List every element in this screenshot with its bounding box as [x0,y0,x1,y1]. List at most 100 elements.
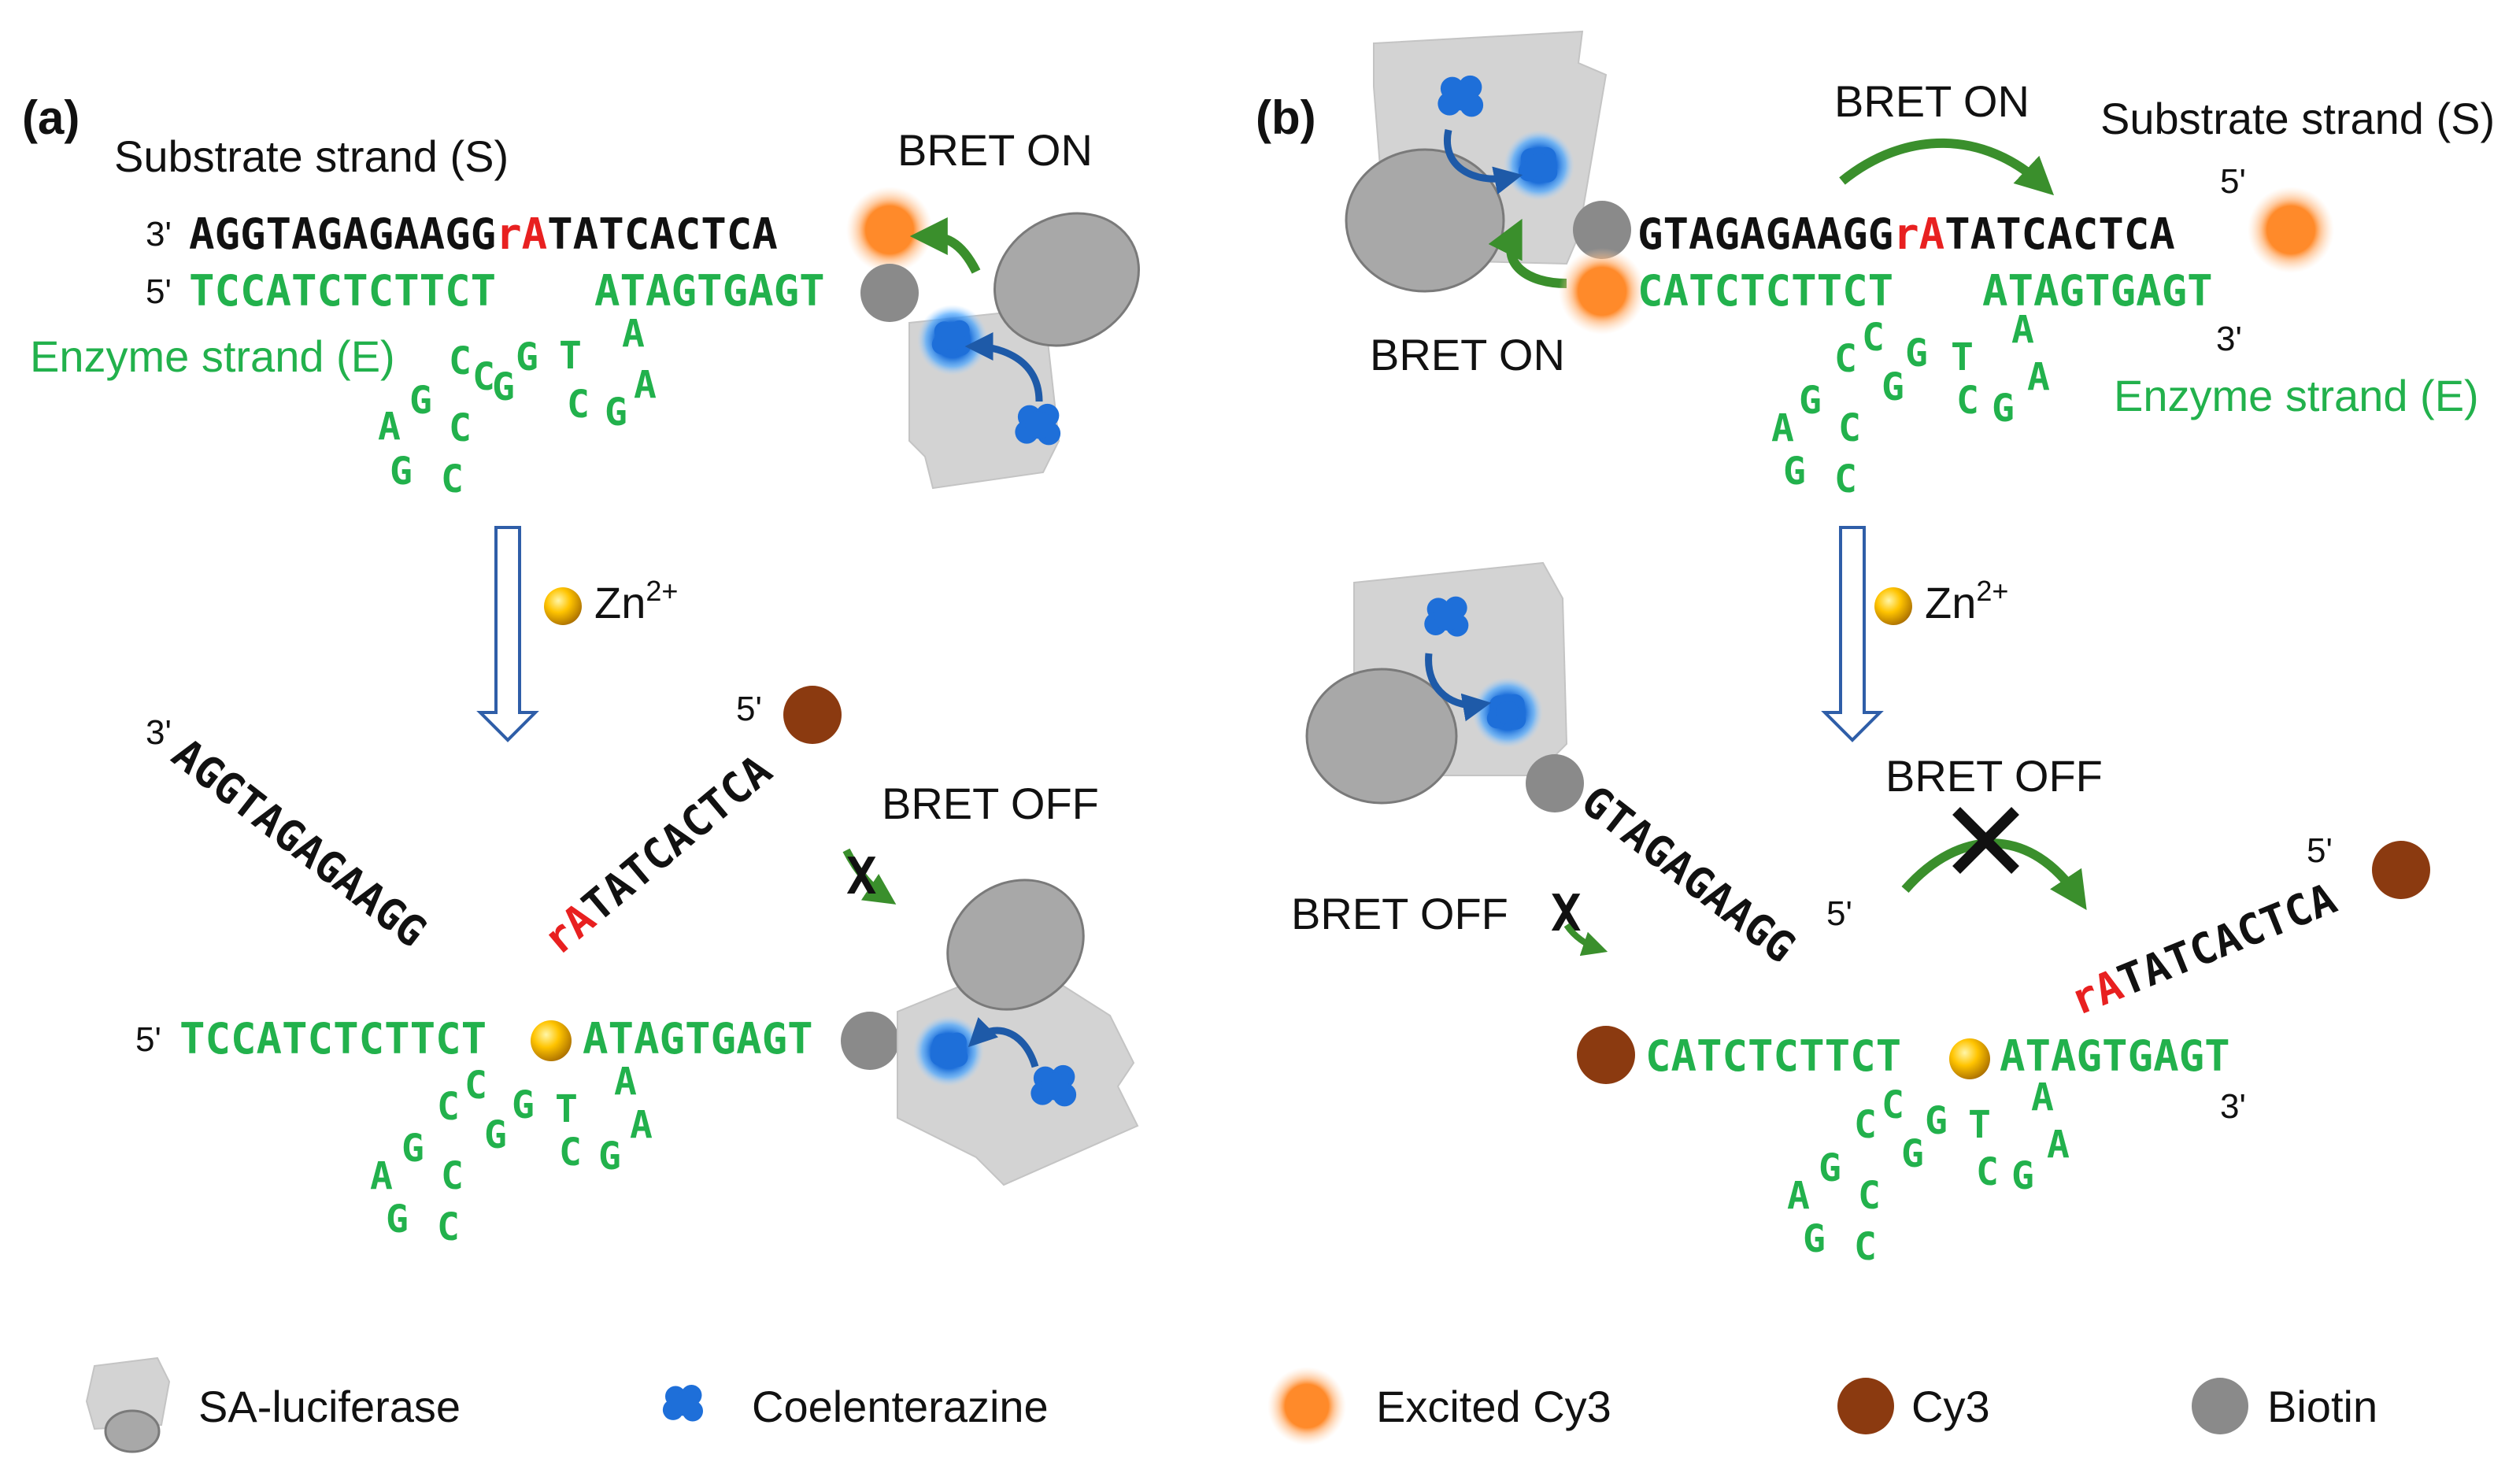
bret-block-a: X [846,848,877,906]
excited-cy3-b-right [2248,187,2334,273]
legend-sa-label: SA-luciferase [198,1382,461,1431]
loop-base: C [1858,1174,1881,1218]
cy3-b-left [1577,1026,1635,1084]
reaction-arrow-b [1821,526,1884,742]
zn-label-a: Zn2+ [594,575,678,627]
enzyme-right-b-bottom: ATAGTGAGT [2000,1031,2230,1081]
zn-bound-b [1949,1038,1990,1079]
enzyme-left-a-bottom: TCCATCTCTTCT [179,1014,487,1064]
loop-base: A [634,363,657,407]
loop-base: A [370,1154,393,1198]
loop-base: C [1976,1150,1999,1194]
cleaved-left-a: AGGTAGAGAAGG [163,729,435,957]
loop-base: A [614,1060,637,1104]
cleaved-left-b: GTAGAGAAGG [1572,776,1804,973]
loop-base: C [441,457,464,501]
ribo-a-a: rA [496,209,547,259]
cleaved-right-b: rATATCACTCA [2063,874,2343,1025]
bret-off-a: BRET OFF [882,779,1099,828]
loop-base: C [567,383,590,427]
reaction-arrow-a [476,526,539,742]
loop-base: G [492,365,515,409]
loop-base: C [1834,337,1857,381]
bret-off-b-left: BRET OFF [1291,889,1508,938]
enzyme-left-b-bottom: CATCTCTTCT [1645,1031,1901,1081]
loop-base: C [449,339,472,383]
loop-base: A [1771,406,1794,450]
legend-excited-icon [1267,1367,1346,1445]
enzyme-left-a: TCCATCTCTTCT [189,266,496,316]
catalytic-loop-b-top: C C G T A G C A A G C G C G [1771,308,2050,501]
loop-base: G [1925,1099,1948,1143]
bret-block-b-top [1952,807,2019,874]
sa-luciferase-b-top [1345,30,1608,293]
enzyme-right-b: ATAGTGAGT [1982,266,2213,316]
prime-5-b: 5' [2220,162,2246,201]
legend: SA-luciferase Coelenterazine Excited Cy3… [85,1356,2377,1453]
legend-cy3-label: Cy3 [1911,1382,1990,1431]
sa-luciferase-a-top [908,212,1140,490]
legend-cy3: Cy3 [1837,1378,1990,1434]
catalytic-loop-a-top: C C G T A G C A A G C G C G [378,312,657,501]
loop-base: A [630,1103,653,1147]
panel-a-label: (a) [22,91,80,144]
panel-b-label: (b) [1256,91,1316,144]
prime-5-a-bottom: 5' [135,1020,161,1059]
prime-5-a: 5' [146,272,172,311]
cy3-b-right [2372,841,2430,899]
loop-base: A [2027,355,2050,399]
loop-base: G [605,390,627,435]
loop-base: A [2011,308,2034,352]
loop-base: A [1787,1174,1810,1218]
enzyme-label-b: Enzyme strand (E) [2114,371,2479,420]
legend-excited-label: Excited Cy3 [1376,1382,1611,1431]
loop-base: T [555,1087,578,1131]
loop-base: C [1854,1225,1877,1269]
loop-base: C [449,406,472,450]
loop-base: G [2011,1154,2034,1198]
zn-bound-a [531,1020,572,1061]
loop-base: T [1951,335,1974,379]
loop-base: G [1901,1132,1924,1176]
loop-base: G [512,1083,535,1127]
enzyme-left-b: CATCTCTTCT [1637,266,1893,316]
legend-cy3-icon [1837,1378,1894,1434]
prime-3-b-bottom: 3' [2220,1087,2246,1126]
loop-base: C [464,1064,487,1108]
prime-3-a-cleaved: 3' [146,713,172,752]
prime-5-b-cleaved: 5' [1826,894,1852,933]
substrate-label-a: Substrate strand (S) [114,131,509,181]
substrate-right-a: TATCACTCA [547,209,778,259]
biotin-b [1573,201,1631,259]
catalytic-loop-a-bottom: C C G T A G C A A G C G C G [370,1060,653,1249]
catalytic-loop-b-bottom: C C G T A G C A A G C G C G [1787,1075,2070,1269]
bret-off-b-top: BRET OFF [1885,751,2103,801]
loop-base: A [622,312,645,356]
zn-ion-b [1874,587,1912,625]
bret-on-a: BRET ON [897,125,1093,175]
legend-biotin: Biotin [2192,1378,2377,1434]
loop-base: G [1992,387,2015,431]
loop-base: C [1854,1103,1877,1147]
prime-3-a: 3' [146,215,172,254]
loop-base: C [472,355,495,399]
loop-base: A [378,405,401,449]
loop-base: C [1834,457,1857,501]
cy3-a [783,686,842,744]
legend-excited-cy3: Excited Cy3 [1267,1367,1611,1445]
loop-base: A [2047,1123,2070,1167]
legend-coel-label: Coelenterazine [752,1382,1049,1431]
sa-luciferase-a-bottom [897,879,1139,1186]
substrate-left-a: AGGTAGAGAAGG [189,209,496,259]
excited-cy3-b-left [1559,248,1645,335]
legend-coel-icon [662,1384,704,1422]
loop-base: C [1882,1083,1904,1127]
loop-base: G [390,450,413,494]
loop-base: C [437,1205,460,1249]
loop-base: C [559,1131,582,1175]
loop-base: G [598,1134,621,1179]
legend-biotin-label: Biotin [2267,1382,2377,1431]
bret-on-b-left: BRET ON [1370,330,1565,379]
legend-sa-luciferase: SA-luciferase [85,1356,461,1453]
loop-base: G [1783,450,1806,494]
